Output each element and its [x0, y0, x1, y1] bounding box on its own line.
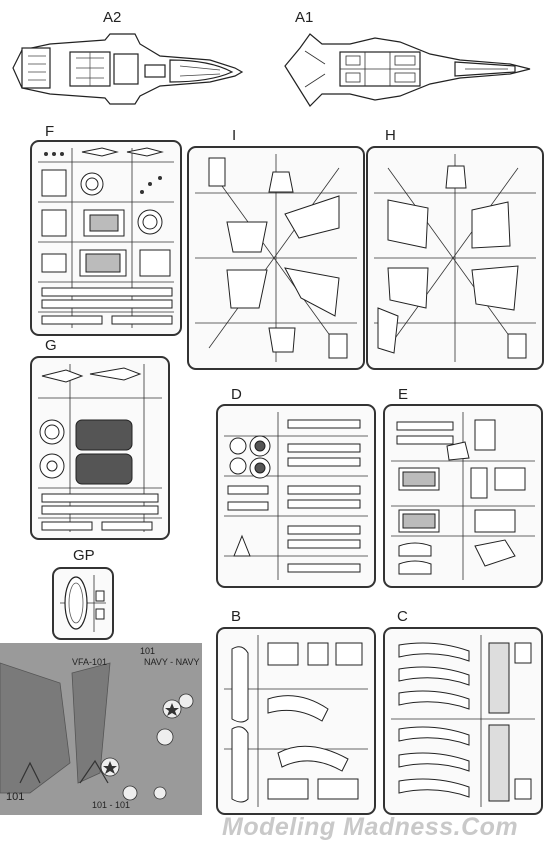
decal-vfa: VFA-101	[72, 657, 108, 667]
sprue-i	[187, 146, 365, 370]
sprue-g	[30, 356, 170, 540]
sprue-e	[383, 404, 543, 588]
sprue-label-f: F	[45, 123, 55, 140]
sprue-label-a2: A2	[103, 9, 122, 26]
sprue-gp	[52, 567, 114, 640]
sprue-label-b: B	[231, 608, 242, 625]
decal-modex-1: 101	[140, 646, 156, 656]
decal-artwork	[0, 662, 194, 801]
sprue-label-gp: GP	[73, 547, 95, 564]
sprue-h	[366, 146, 544, 370]
sprue-label-c: C	[397, 608, 408, 625]
sprue-label-a1: A1	[295, 9, 314, 26]
sprue-label-e: E	[398, 386, 409, 403]
sprue-b	[216, 627, 376, 815]
sprue-label-g: G	[45, 337, 57, 354]
sprue-d	[216, 404, 376, 588]
watermark: Modeling Madness.Com	[222, 813, 519, 841]
sprue-label-i: I	[232, 127, 237, 144]
sprue-c	[383, 627, 543, 815]
sprue-a2-fuselage	[12, 33, 244, 105]
sprue-a1-fuselage	[284, 33, 531, 107]
sprue-f	[30, 140, 182, 336]
decal-navy: NAVY - NAVY	[144, 657, 200, 667]
sprue-label-d: D	[231, 386, 242, 403]
decal-sheet: VFA-101 NAVY - NAVY 101 101 - 101 101	[0, 643, 202, 815]
decal-tail: 101	[6, 791, 25, 803]
decal-modex-2: 101 - 101	[92, 800, 131, 810]
sprue-label-h: H	[385, 127, 396, 144]
